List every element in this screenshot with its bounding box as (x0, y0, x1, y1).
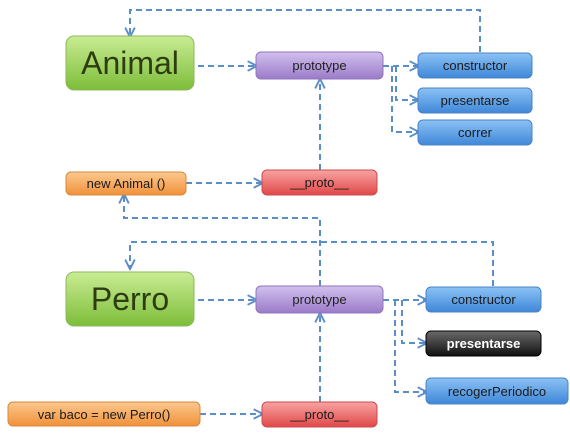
perro-prototype-label: prototype (292, 292, 346, 307)
perro-member-recogerperiodico-label: recogerPeriodico (448, 384, 546, 399)
animal-member-correr: correr (417, 119, 533, 146)
perro-prototype-to-animal-instance-arrow (124, 195, 321, 286)
perro-prototype-to-recogerperiodico-arrow (394, 300, 426, 392)
perro-constructor-label: Perro (91, 281, 169, 317)
perro-member-presentarse: presentarse (425, 330, 542, 357)
perro-prototype-to-presentarse-arrow (401, 300, 426, 343)
perro-constructor-back-arrow (130, 241, 494, 286)
animal-member-constructor-label: constructor (443, 58, 508, 73)
perro-member-constructor-label: constructor (451, 292, 516, 307)
animal-member-constructor: constructor (417, 52, 533, 79)
animal-constructor-back-arrow (130, 9, 481, 52)
animal-proto-box: __proto__ (261, 169, 378, 196)
perro-member-constructor: constructor (425, 286, 542, 313)
perro-proto-label: __proto__ (289, 407, 349, 422)
perro-member-recogerperiodico: recogerPeriodico (425, 377, 569, 405)
animal-constructor-box: Animal (65, 35, 195, 91)
perro-member-presentarse-label: presentarse (447, 336, 521, 351)
perro-instance-box: var baco = new Perro() (7, 401, 201, 427)
animal-prototype-box: prototype (255, 51, 384, 80)
animal-prototype-to-presentarse-arrow (395, 66, 418, 100)
animal-prototype-label: prototype (292, 58, 346, 73)
perro-instance-label: var baco = new Perro() (38, 407, 171, 422)
perro-constructor-box: Perro (65, 271, 195, 327)
animal-instance-label: new Animal () (87, 176, 166, 191)
animal-member-correr-label: correr (458, 125, 493, 140)
animal-prototype-to-correr-arrow (391, 66, 418, 132)
perro-prototype-box: prototype (255, 285, 384, 314)
connectors (124, 9, 494, 414)
animal-proto-label: __proto__ (289, 175, 349, 190)
animal-member-presentarse: presentarse (417, 87, 533, 114)
animal-instance-box: new Animal () (65, 171, 187, 196)
animal-member-presentarse-label: presentarse (441, 93, 510, 108)
perro-proto-box: __proto__ (261, 401, 378, 428)
animal-constructor-label: Animal (81, 45, 179, 81)
